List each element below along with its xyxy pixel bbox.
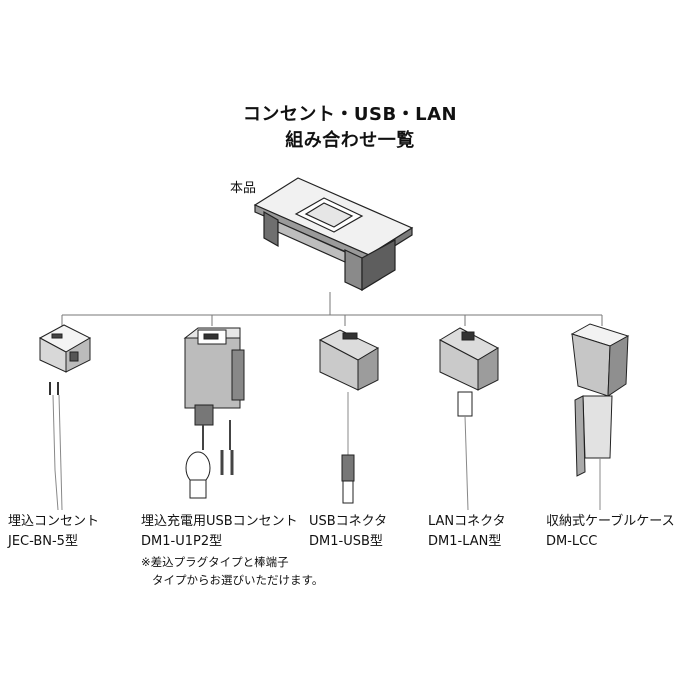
product-model-usb-connector: DM1-USB型 — [309, 534, 383, 549]
cable-case-illustration — [570, 323, 630, 510]
product-name-lan-connector: LANコネクタ — [428, 514, 506, 529]
product-model-outlet: JEC-BN-5型 — [8, 534, 78, 549]
main-unit-label: 本品 — [230, 181, 257, 196]
usb-charger-illustration — [183, 327, 245, 499]
diagram-title: コンセント・USB・LAN — [242, 104, 458, 125]
product-name-outlet: 埋込コンセント — [8, 514, 100, 529]
diagram-subtitle: 組み合わせ一覧 — [285, 130, 415, 151]
product-model-cable-case: DM-LCC — [546, 534, 598, 549]
selection-note-line2: タイプからお選びいただけます。 — [152, 573, 324, 587]
product-model-usb-charger: DM1-U1P2型 — [141, 534, 223, 549]
product-name-usb-connector: USBコネクタ — [309, 514, 388, 529]
lan-connector-illustration — [438, 327, 500, 511]
product-model-lan-connector: DM1-LAN型 — [428, 534, 502, 549]
product-name-cable-case: 収納式ケーブルケース — [546, 514, 675, 529]
selection-note-line1: ※差込プラグタイプと棒端子 — [141, 555, 289, 569]
connection-tree — [61, 292, 603, 326]
main-unit-illustration — [253, 177, 414, 292]
usb-connector-illustration — [318, 329, 380, 504]
outlet-jec-illustration — [38, 324, 92, 511]
product-name-usb-charger: 埋込充電用USBコンセント — [141, 514, 298, 529]
